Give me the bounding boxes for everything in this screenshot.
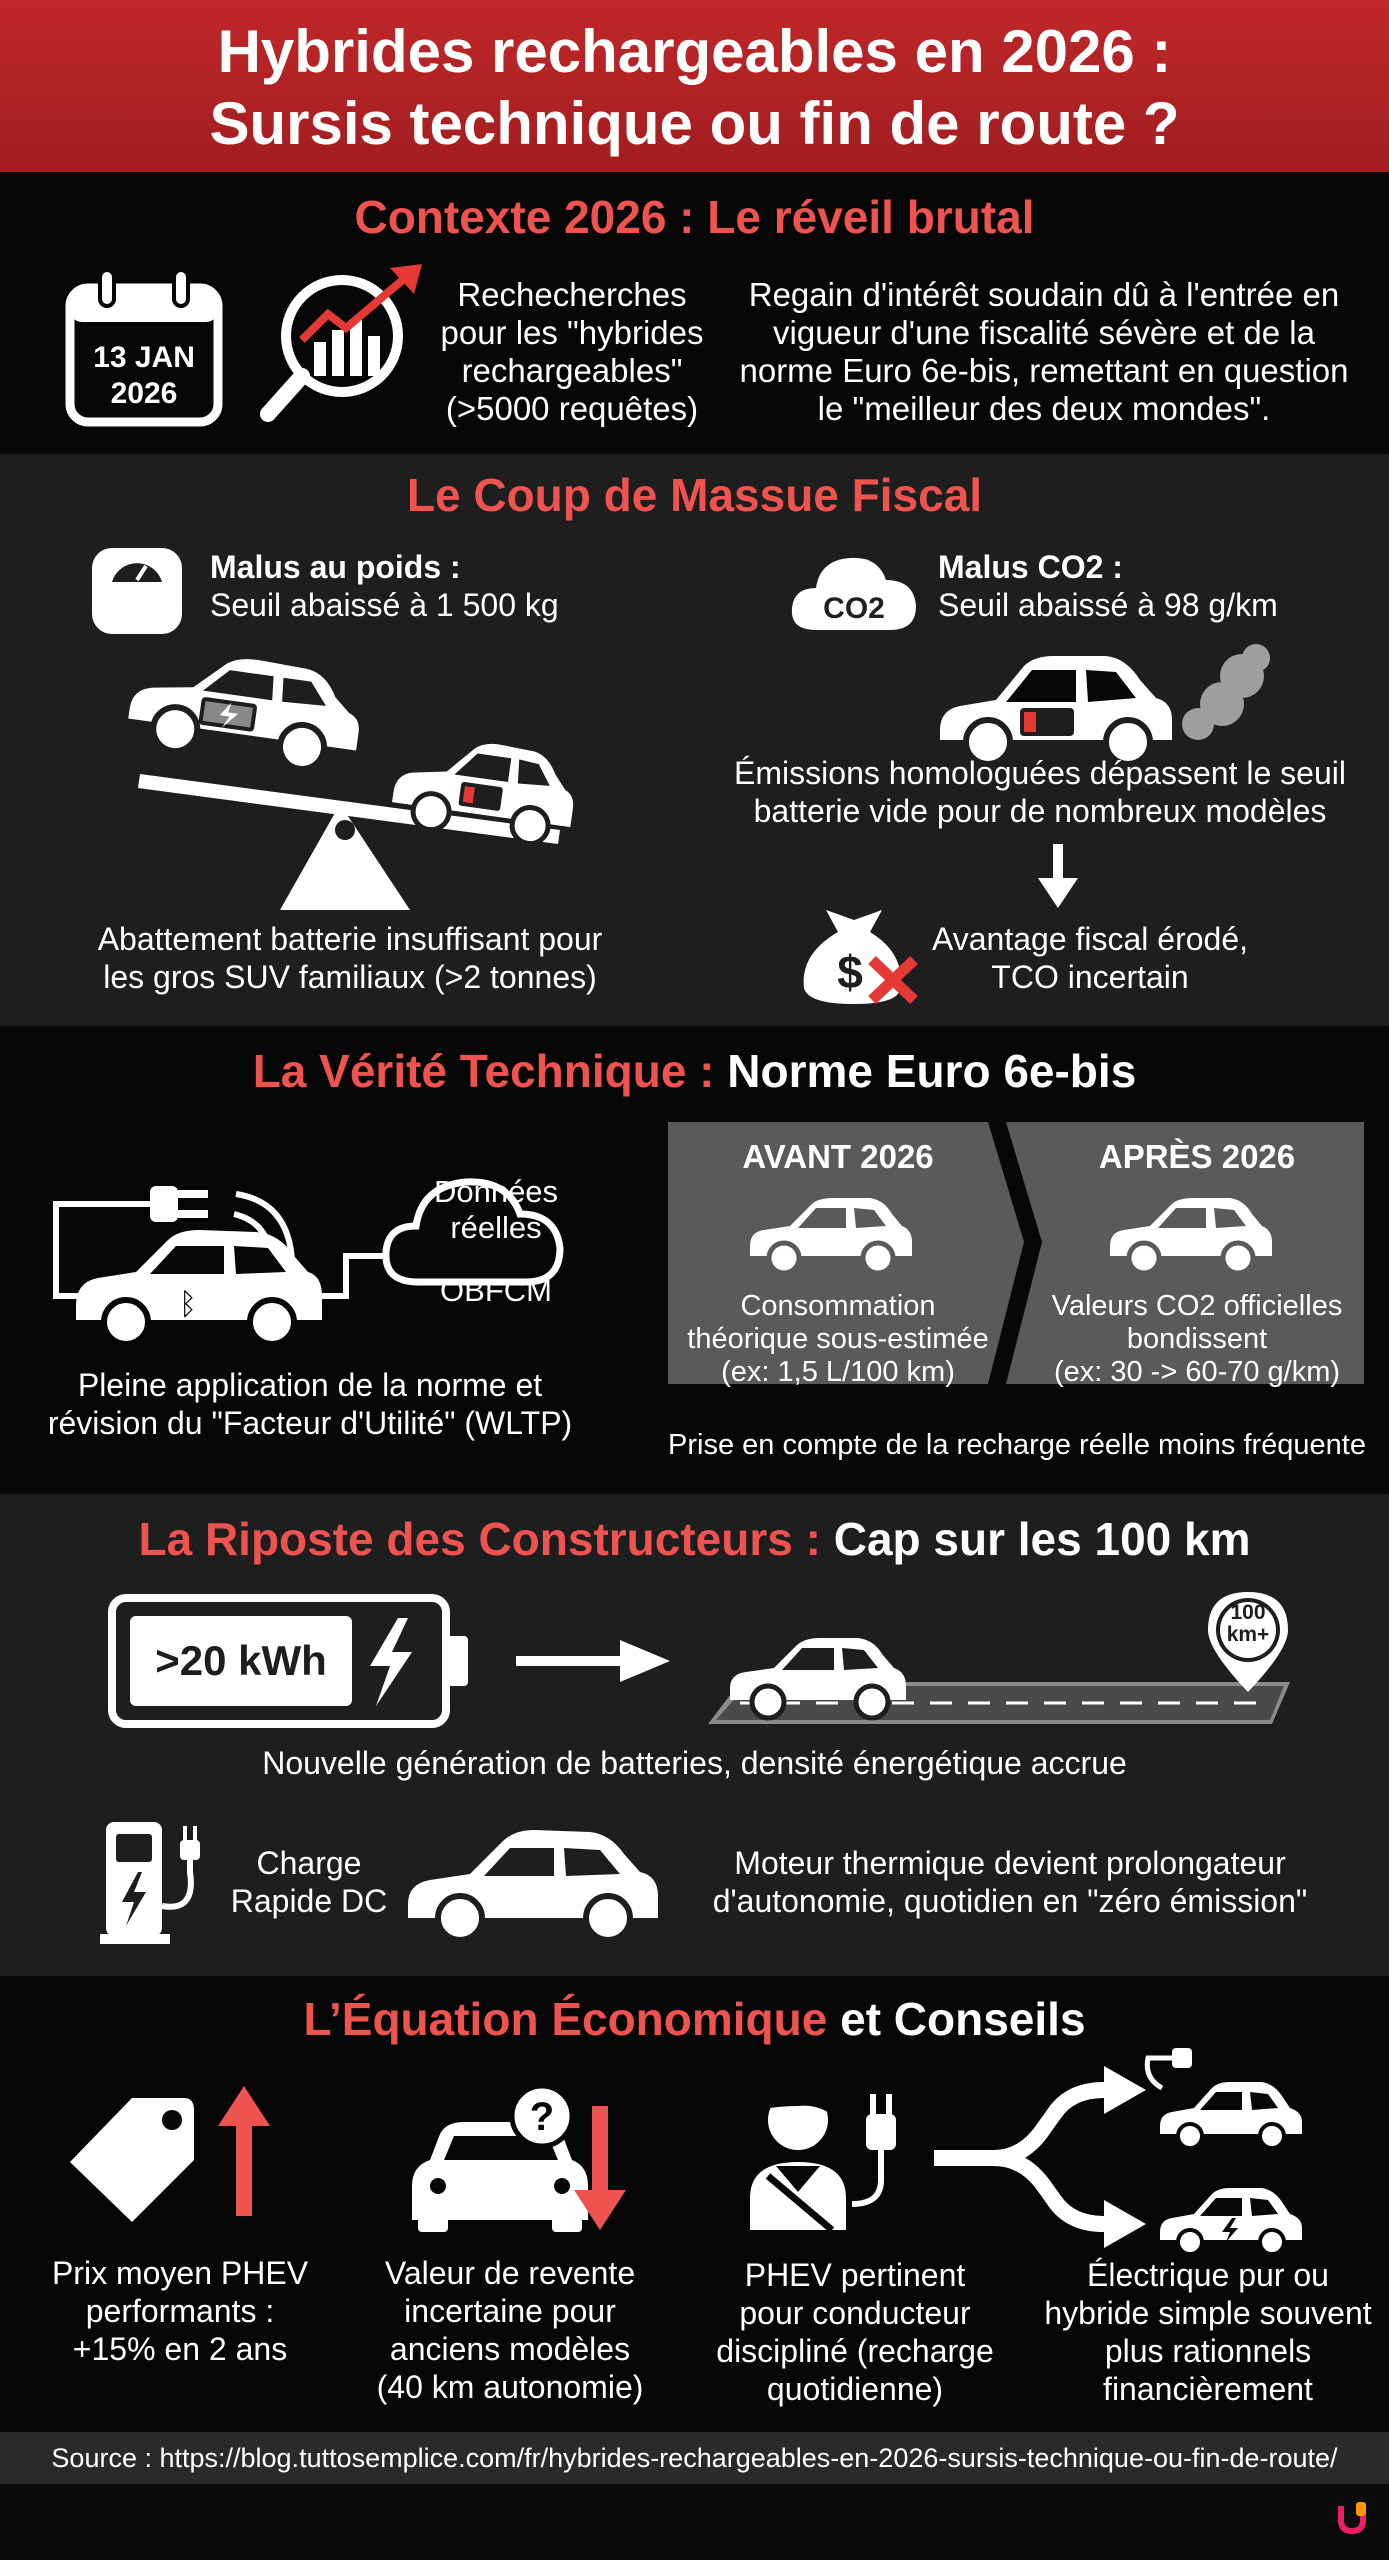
svg-text:$: $	[837, 946, 863, 998]
svg-text:?: ?	[530, 2095, 554, 2139]
driver-plug-icon	[750, 2087, 896, 2233]
phev-text: PHEV pertinent pour conducteur disciplin…	[716, 2257, 994, 2407]
after-title: APRÈS 2026	[1098, 1138, 1296, 1175]
charge-text: Charge Rapide DC	[230, 1845, 388, 1919]
section-economy: L’Équation Économique et Conseils Prix m…	[0, 1976, 1389, 2432]
scale-icon	[92, 548, 182, 634]
co2-malus-sub: Seuil abaissé à 98 g/km	[938, 587, 1278, 623]
weight-malus: Malus au poids : Seuil abaissé à 1 500 k…	[210, 548, 630, 624]
page-title: Hybrides rechargeables en 2026 : Sursis …	[0, 0, 1389, 160]
section-fiscal: Le Coup de Massue Fiscal Malus au poids …	[0, 454, 1389, 1026]
makers-title: La Riposte des Constructeurs : Cap sur l…	[138, 1513, 1251, 1565]
road-range-illustration	[708, 1592, 1290, 1724]
before-after-panels	[668, 1122, 1364, 1384]
money-bag-cross-icon: $	[803, 910, 918, 1004]
cloud-text: Données réelles	[433, 1174, 559, 1245]
co2-malus-title: Malus CO2 :	[938, 549, 1123, 585]
battery-capacity-label: >20 kWh	[155, 1637, 327, 1684]
seesaw-cars-illustration	[128, 659, 574, 910]
co2-cloud-icon: CO2	[791, 557, 916, 630]
before-title: AVANT 2026	[742, 1138, 934, 1175]
co2-malus: Malus CO2 : Seuil abaissé à 98 g/km	[938, 548, 1358, 624]
battery-icon	[108, 1594, 468, 1728]
connected-car-illustration: ᛒ	[53, 1178, 564, 1347]
price-text: Prix moyen PHEV performants : +15% en 2 …	[51, 2255, 309, 2367]
price-up-icon	[70, 2086, 270, 2222]
technical-title: La Vérité Technique : Norme Euro 6e-bis	[252, 1045, 1137, 1097]
split-choice-icon	[934, 2048, 1302, 2256]
obfcm-label: OBFCM	[440, 1273, 552, 1308]
weight-malus-sub: Seuil abaissé à 1 500 kg	[210, 587, 559, 623]
title-banner: Hybrides rechargeables en 2026 : Sursis …	[0, 0, 1389, 172]
application-text: Pleine application de la norme et révisi…	[47, 1367, 573, 1441]
fiscal-title: Le Coup de Massue Fiscal	[406, 469, 983, 521]
searches-text: Rechecherches pour les "hybrides recharg…	[440, 276, 704, 427]
interest-text: Regain d'intérêt soudain dû à l'entrée e…	[739, 276, 1349, 427]
battery-allowance-text: Abattement batterie insuffisant pour les…	[97, 921, 603, 995]
co2-badge-label: CO2	[823, 592, 885, 625]
svg-text:ᛒ: ᛒ	[179, 1287, 197, 1322]
section-technical: La Vérité Technique : Norme Euro 6e-bis …	[0, 1026, 1389, 1494]
calendar-year: 2026	[111, 377, 178, 410]
resale-down-icon: ?	[412, 2083, 626, 2232]
section-makers: La Riposte des Constructeurs : Cap sur l…	[0, 1494, 1389, 1976]
source-link[interactable]: Source : https://blog.tuttosemplice.com/…	[51, 2443, 1338, 2473]
source-footer: Source : https://blog.tuttosemplice.com/…	[0, 2432, 1389, 2484]
car-icon	[408, 1830, 658, 1943]
after-text: Valeurs CO2 officielles bondissent (ex: …	[1051, 1290, 1343, 1388]
recharge-note: Prise en compte de la recharge réelle mo…	[668, 1429, 1366, 1461]
engine-text: Moteur thermique devient prolongateur d'…	[712, 1845, 1308, 1919]
battery-generation-text: Nouvelle génération de batteries, densit…	[262, 1745, 1127, 1781]
advantage-text: Avantage fiscal érodé, TCO incertain	[931, 921, 1249, 995]
car-exhaust-icon	[940, 644, 1270, 767]
search-trend-icon	[260, 264, 422, 422]
fast-charger-icon	[100, 1822, 200, 1944]
before-text: Consommation théorique sous-estimée (ex:…	[687, 1290, 989, 1388]
emissions-text: Émissions homologuées dépassent le seuil…	[734, 755, 1346, 829]
calendar-icon: 13 JAN 2026	[65, 268, 223, 427]
arrow-right-icon	[516, 1640, 670, 1682]
context-title: Contexte 2026 : Le réveil brutal	[354, 191, 1035, 243]
resale-text: Valeur de revente incertaine pour ancien…	[376, 2255, 644, 2405]
economy-title: L’Équation Économique et Conseils	[303, 1993, 1086, 2045]
title-line-2: Sursis technique ou fin de route ?	[209, 90, 1180, 157]
section-context: Contexte 2026 : Le réveil brutal 13 JAN …	[0, 172, 1389, 454]
title-line-1: Hybrides rechargeables en 2026 :	[217, 18, 1172, 85]
weight-malus-title: Malus au poids :	[210, 549, 461, 585]
brand-logo-icon	[1338, 2502, 1366, 2534]
calendar-day: 13 JAN	[93, 341, 195, 374]
range-pin-label: 100 km+	[1226, 1601, 1270, 1646]
electric-text: Électrique pur ou hybride simple souvent…	[1044, 2257, 1372, 2407]
arrow-down-icon	[1038, 844, 1078, 908]
